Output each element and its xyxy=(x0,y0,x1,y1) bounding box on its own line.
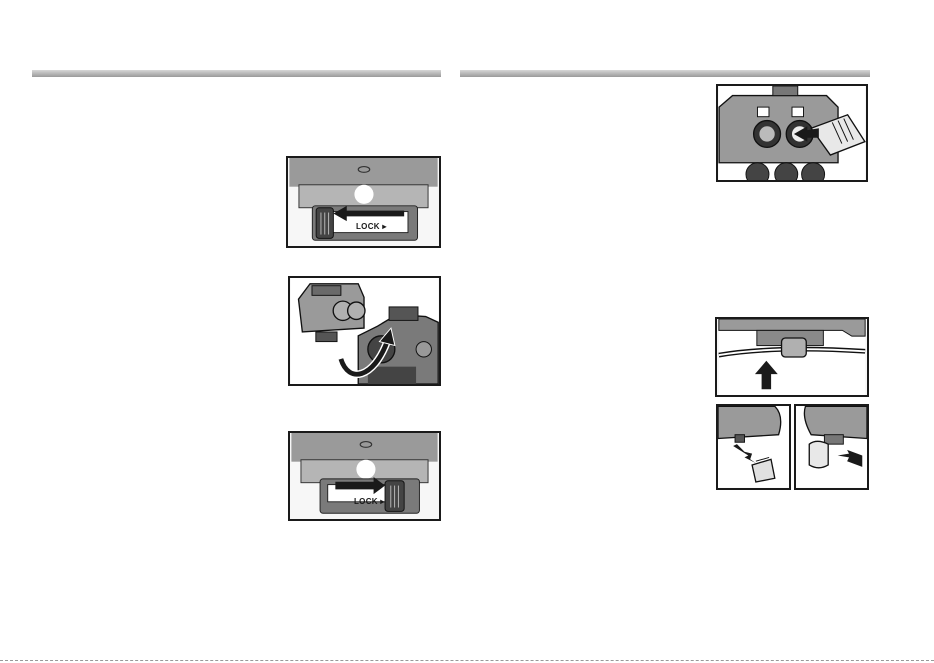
right-header-rule xyxy=(460,70,870,77)
figure-clip-detach xyxy=(716,404,791,490)
lock-label: LOCK ▸ xyxy=(356,222,387,231)
figure-lock-lever: LOCK ▸ xyxy=(288,431,441,521)
figure-xlr-connection xyxy=(716,84,868,182)
figure-attach-to-camera xyxy=(288,276,441,386)
clip-detach-illustration xyxy=(718,406,789,488)
clip-attach-illustration xyxy=(796,406,867,488)
cable-holder-illustration xyxy=(717,319,867,395)
figure-clip-attach xyxy=(794,404,869,490)
figure-unlock-lever: LOCK ▸ xyxy=(286,156,441,248)
xlr-connection-illustration xyxy=(718,86,866,180)
unlock-lever-illustration xyxy=(288,158,439,246)
lock-lever-illustration xyxy=(290,433,439,519)
left-header-rule xyxy=(32,70,441,77)
page-footer-line xyxy=(0,660,934,661)
lock-label: LOCK ▸ xyxy=(354,497,385,506)
attach-unit-illustration xyxy=(290,278,439,384)
figure-cable-holder-clip xyxy=(715,317,869,397)
